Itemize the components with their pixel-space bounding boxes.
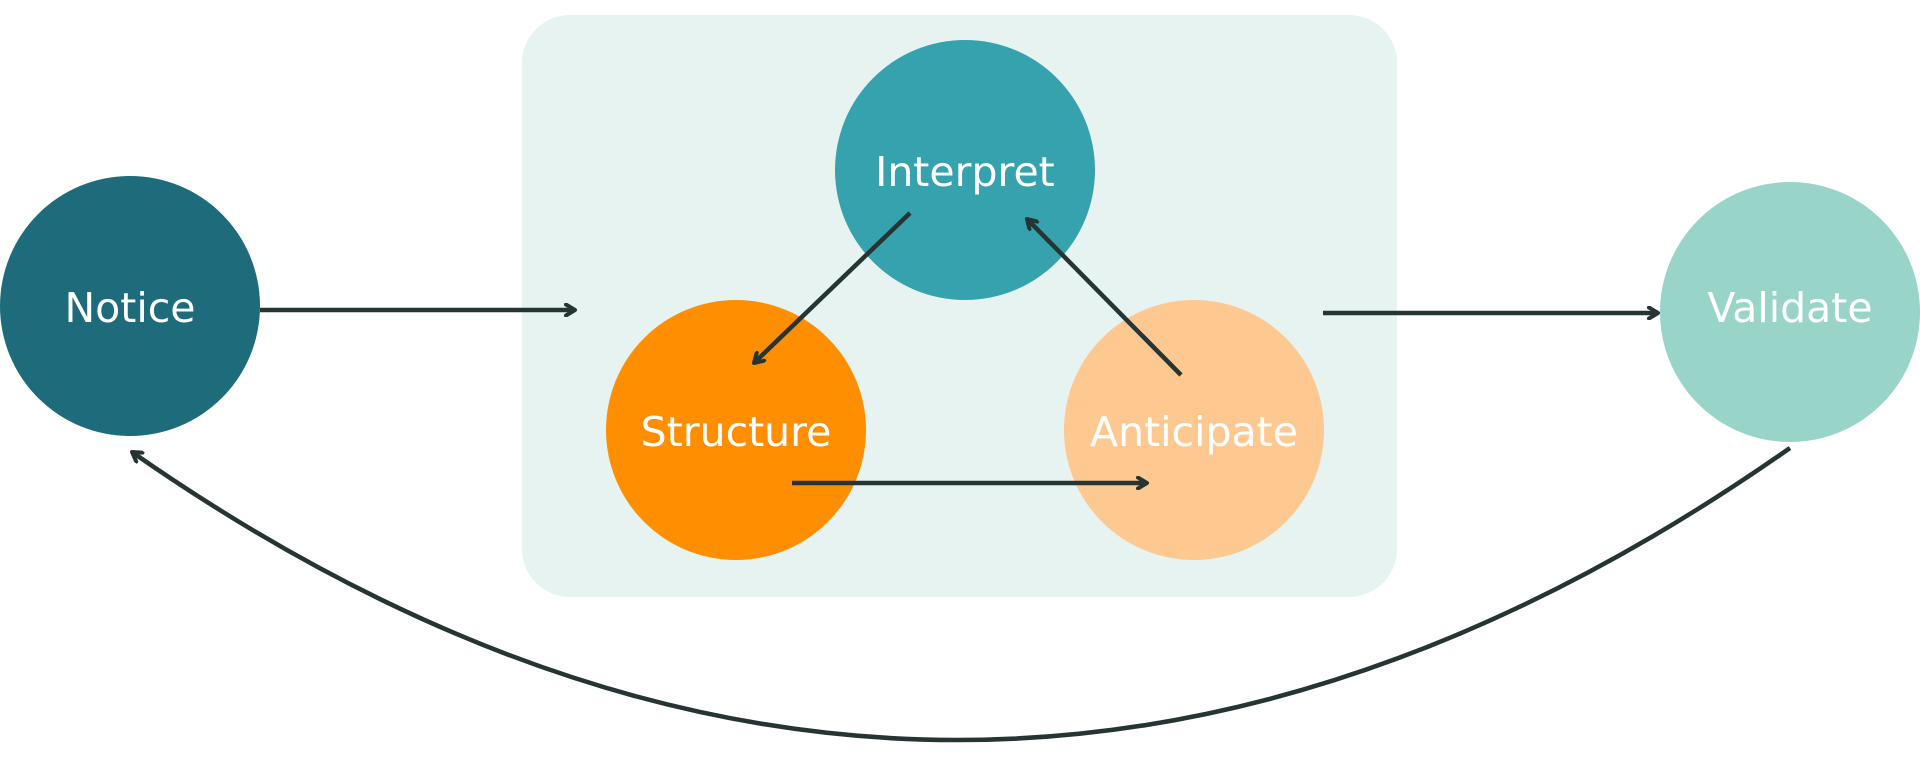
node-label: Interpret	[875, 148, 1055, 196]
node-label: Notice	[65, 284, 196, 332]
node-circle	[835, 40, 1095, 300]
arrow-validate-to-notice	[132, 446, 1792, 743]
node-notice: Notice	[0, 176, 260, 436]
node-label: Anticipate	[1090, 408, 1298, 456]
node-label: Structure	[641, 408, 832, 456]
arrow-interpret-to-structure	[754, 211, 912, 363]
node-anticipate: Anticipate	[1064, 300, 1324, 560]
node-validate: Validate	[1660, 182, 1920, 442]
node-circle	[1064, 300, 1324, 560]
node-interpret: Interpret	[835, 40, 1095, 300]
node-circle	[0, 176, 260, 436]
node-circle	[1660, 182, 1920, 442]
arrow-anticipate-to-interpret	[1027, 219, 1183, 377]
node-structure: Structure	[606, 300, 866, 560]
node-circle	[606, 300, 866, 560]
node-label: Validate	[1707, 284, 1872, 332]
